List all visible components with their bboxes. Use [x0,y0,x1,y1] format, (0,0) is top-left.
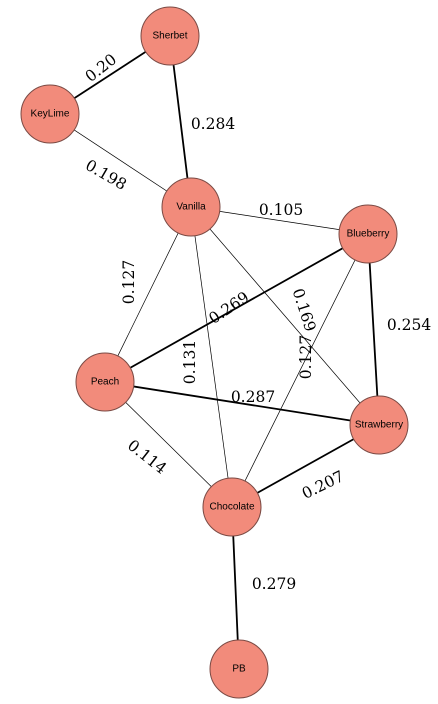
node-sherbet[interactable]: Sherbet [140,6,200,66]
edge-blueberry-strawberry [367,233,380,426]
edge-vanilla-peach [104,206,192,383]
node-label-vanilla: Vanilla [176,202,206,213]
edge-vanilla-blueberry [190,206,369,235]
edge-weight-blueberry-strawberry: 0.254 [387,316,432,334]
edge-blueberry-chocolate [231,233,369,508]
edge-weight-blueberry-chocolate: 0.127 [297,335,315,379]
edge-weight-vanilla-blueberry: 0.105 [259,201,303,219]
node-blueberry[interactable]: Blueberry [338,204,398,264]
edge-weight-peach-chocolate: 0.114 [124,436,170,478]
node-vanilla[interactable]: Vanilla [161,177,221,237]
nodes-layer: SherbetKeyLimeVanillaBlueberryPeachStraw… [20,6,409,699]
edge-weight-vanilla-strawberry: 0.169 [289,286,320,334]
edge-peach-chocolate [104,381,233,508]
edge-weight-sherbet-vanilla: 0.284 [191,115,236,133]
node-circle-chocolate[interactable] [202,477,262,537]
node-circle-keylime[interactable] [20,84,80,144]
node-circle-peach[interactable] [75,352,135,412]
node-strawberry[interactable]: Strawberry [349,395,409,455]
edge-blueberry-peach [104,233,369,383]
edge-vanilla-strawberry [190,206,380,426]
edge-weight-peach-strawberry: 0.287 [231,388,275,406]
node-peach[interactable]: Peach [75,352,135,412]
edge-weight-blueberry-peach: 0.269 [206,288,253,328]
edge-weight-strawberry-chocolate: 0.207 [299,467,347,503]
node-chocolate[interactable]: Chocolate [202,477,262,537]
node-label-chocolate: Chocolate [209,502,254,513]
node-circle-pb[interactable] [209,639,269,699]
edge-weight-vanilla-chocolate: 0.131 [181,340,199,384]
node-label-peach: Peach [91,377,119,388]
node-pb[interactable]: PB [209,639,269,699]
edge-weight-vanilla-peach: 0.127 [120,260,138,304]
node-keylime[interactable]: KeyLime [20,84,80,144]
node-label-pb: PB [232,664,246,675]
node-label-sherbet: Sherbet [152,31,187,42]
node-label-blueberry: Blueberry [347,229,390,240]
node-circle-strawberry[interactable] [349,395,409,455]
node-label-keylime: KeyLime [31,109,70,120]
node-circle-vanilla[interactable] [161,177,221,237]
edge-vanilla-chocolate [190,206,233,508]
edge-peach-strawberry [104,381,380,426]
node-circle-blueberry[interactable] [338,204,398,264]
edge-weight-chocolate-pb: 0.279 [252,575,296,593]
node-label-strawberry: Strawberry [355,420,403,431]
node-circle-sherbet[interactable] [140,6,200,66]
